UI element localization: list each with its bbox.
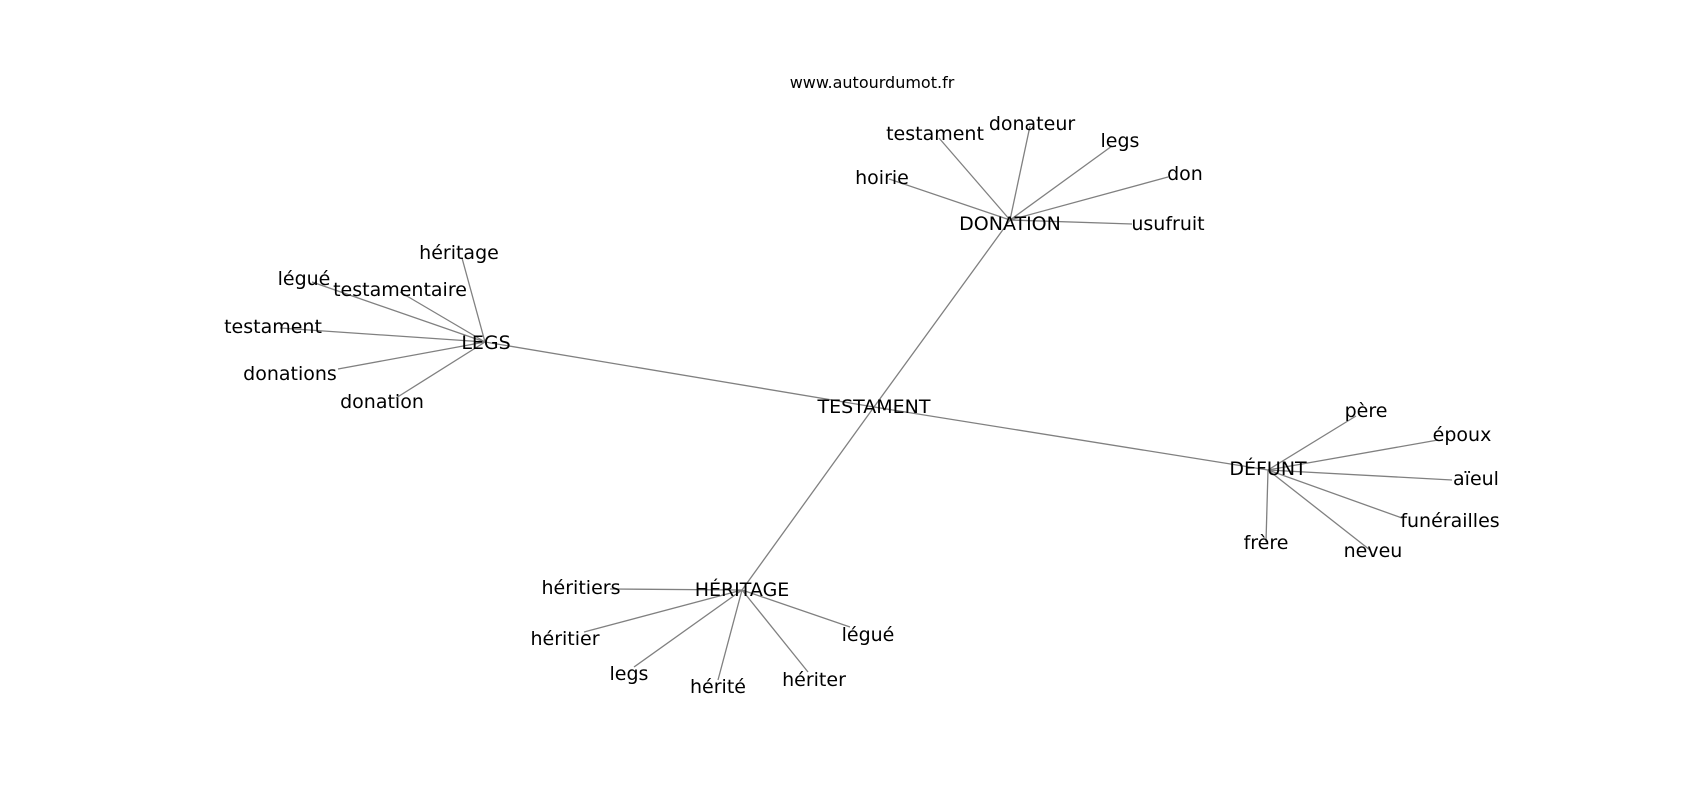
edge-heritage-legs <box>633 589 743 668</box>
leaf-node-legs-donations[interactable]: donations <box>243 363 337 385</box>
leaf-node-donation-hoirie[interactable]: hoirie <box>855 167 909 189</box>
edge-legs-donation <box>395 341 486 399</box>
leaf-node-donation-legs[interactable]: legs <box>1101 130 1140 152</box>
leaf-node-legs-testament[interactable]: testament <box>224 316 322 338</box>
edge-defunt-neveu <box>1267 469 1371 551</box>
edge-donation-donateur <box>1009 125 1031 221</box>
edge-testament-heritage <box>741 406 875 591</box>
cluster-node-heritage[interactable]: HÉRITAGE <box>695 578 790 601</box>
edge-donation-usufruit <box>1009 219 1133 225</box>
leaf-node-defunt-pere[interactable]: père <box>1345 400 1388 422</box>
leaf-node-donation-don[interactable]: don <box>1167 163 1203 185</box>
leaf-node-heritage-herite[interactable]: hérité <box>690 676 746 698</box>
edge-legs-testamentaire <box>399 291 486 343</box>
edge-legs-heritage <box>461 257 486 343</box>
edge-heritage-herite <box>717 589 743 681</box>
leaf-node-defunt-neveu[interactable]: neveu <box>1344 540 1403 562</box>
cluster-node-defunt[interactable]: DÉFUNT <box>1229 457 1307 480</box>
edge-donation-legs <box>1009 145 1113 221</box>
leaf-node-legs-donation[interactable]: donation <box>340 391 424 413</box>
edge-donation-don <box>1009 176 1169 221</box>
center-node-testament[interactable]: TESTAMENT <box>816 396 930 418</box>
leaf-node-defunt-epoux[interactable]: époux <box>1433 424 1492 446</box>
leaf-node-donation-donateur[interactable]: donateur <box>989 113 1076 135</box>
cluster-node-donation[interactable]: DONATION <box>959 213 1061 235</box>
edge-heritage-heriter <box>741 589 809 673</box>
edge-legs-legue <box>311 281 486 343</box>
leaf-node-donation-testament[interactable]: testament <box>886 123 984 145</box>
edge-defunt-frere <box>1265 469 1269 543</box>
edge-donation-hoirie <box>888 178 1011 221</box>
edge-testament-defunt <box>873 406 1269 471</box>
edge-defunt-funerailles <box>1267 469 1403 519</box>
leaf-node-legs-heritage[interactable]: héritage <box>419 242 499 264</box>
leaf-node-legs-testamentaire[interactable]: testamentaire <box>333 279 467 301</box>
edge-legs-testament <box>279 327 486 343</box>
leaf-node-defunt-funerailles[interactable]: funérailles <box>1400 510 1499 532</box>
leaf-node-defunt-aieul[interactable]: aïeul <box>1453 468 1499 490</box>
edge-defunt-aieul <box>1267 469 1453 481</box>
edge-testament-legs <box>484 341 875 408</box>
edge-heritage-legue <box>741 589 851 628</box>
edge-legs-donations <box>337 341 486 370</box>
edge-defunt-epoux <box>1267 439 1439 471</box>
edge-defunt-pere <box>1267 415 1357 471</box>
edge-heritage-heritier <box>583 589 743 633</box>
cluster-node-legs[interactable]: LEGS <box>461 332 510 354</box>
leaf-node-heritage-heriter[interactable]: hériter <box>782 669 846 691</box>
source-label: www.autourdumot.fr <box>790 73 955 92</box>
leaf-node-defunt-frere[interactable]: frère <box>1244 532 1289 554</box>
leaf-node-heritage-heritier[interactable]: héritier <box>530 628 599 650</box>
leaf-node-donation-usufruit[interactable]: usufruit <box>1131 213 1204 235</box>
leaf-node-heritage-legs[interactable]: legs <box>610 663 649 685</box>
edge-testament-donation <box>873 219 1011 408</box>
edge-heritage-heritiers <box>609 588 743 591</box>
leaf-node-heritage-heritiers[interactable]: héritiers <box>542 577 621 599</box>
leaf-node-heritage-legue[interactable]: légué <box>842 624 895 646</box>
edges-layer <box>279 125 1453 681</box>
leaf-node-legs-legue[interactable]: légué <box>278 268 331 290</box>
edge-donation-testament <box>938 137 1011 221</box>
